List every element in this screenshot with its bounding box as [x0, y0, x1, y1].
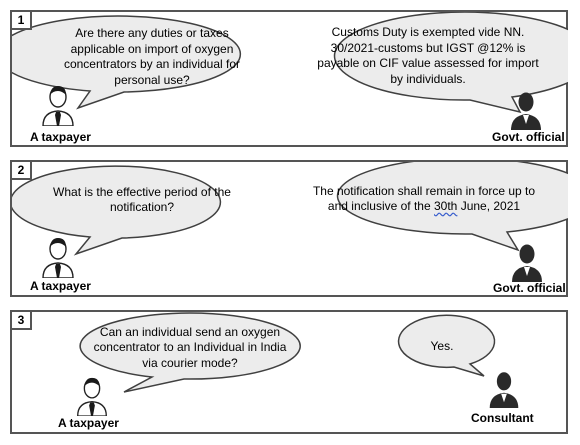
panel-number: 2: [10, 160, 32, 180]
left-speech-bubble: [12, 165, 222, 256]
left-speech-bubble: [79, 312, 301, 393]
right-speech-text: Yes.: [430, 339, 454, 354]
speech-text-part: The notification shall remain in force u…: [312, 183, 536, 214]
comic-panel-1: 1 Are there any duties or taxes applicab…: [10, 10, 568, 147]
speech-text-part: June, 2021: [457, 199, 521, 213]
panel-number: 1: [10, 10, 32, 30]
comic-panel-3: 3 Can an individual send an oxygen conce…: [10, 310, 568, 434]
taxpayer-caption: A taxpayer: [30, 130, 91, 144]
panel-number: 3: [10, 310, 32, 330]
taxpayer-person-icon: [77, 377, 107, 416]
taxpayer-caption: A taxpayer: [30, 279, 91, 293]
comic-panel-2: 2 What is the effective period of the no…: [10, 160, 568, 297]
right-speech-text: The notification shall remain in force u…: [306, 176, 542, 222]
consultant-caption: Consultant: [471, 411, 534, 425]
official-caption: Govt. official: [492, 130, 565, 144]
left-speech-text: Are there any duties or taxes applicable…: [63, 26, 241, 87]
official-caption: Govt. official: [493, 281, 566, 295]
left-speech-bubble: [12, 15, 242, 110]
official-person-icon: [512, 244, 542, 282]
left-speech-text: What is the effective period of the noti…: [53, 184, 231, 215]
official-person-icon: [511, 92, 541, 130]
right-speech-bubble: [397, 314, 496, 377]
right-speech-text: Customs Duty is exempted vide NN. 30/202…: [317, 25, 539, 86]
panel-3-bubbles: [79, 312, 496, 393]
taxpayer-caption: A taxpayer: [58, 416, 119, 430]
right-speech-bubble: [336, 162, 568, 252]
spellcheck-marked-word: 30th: [434, 199, 458, 213]
taxpayer-person-icon: [42, 86, 74, 126]
right-speech-bubble: [333, 12, 568, 114]
left-speech-text: Can an individual send an oxygen concent…: [93, 324, 287, 370]
consultant-person-icon: [489, 372, 519, 408]
taxpayer-person-icon: [42, 238, 74, 278]
panel-2-bubbles: [12, 162, 568, 256]
panel-1-bubbles: [12, 12, 568, 114]
